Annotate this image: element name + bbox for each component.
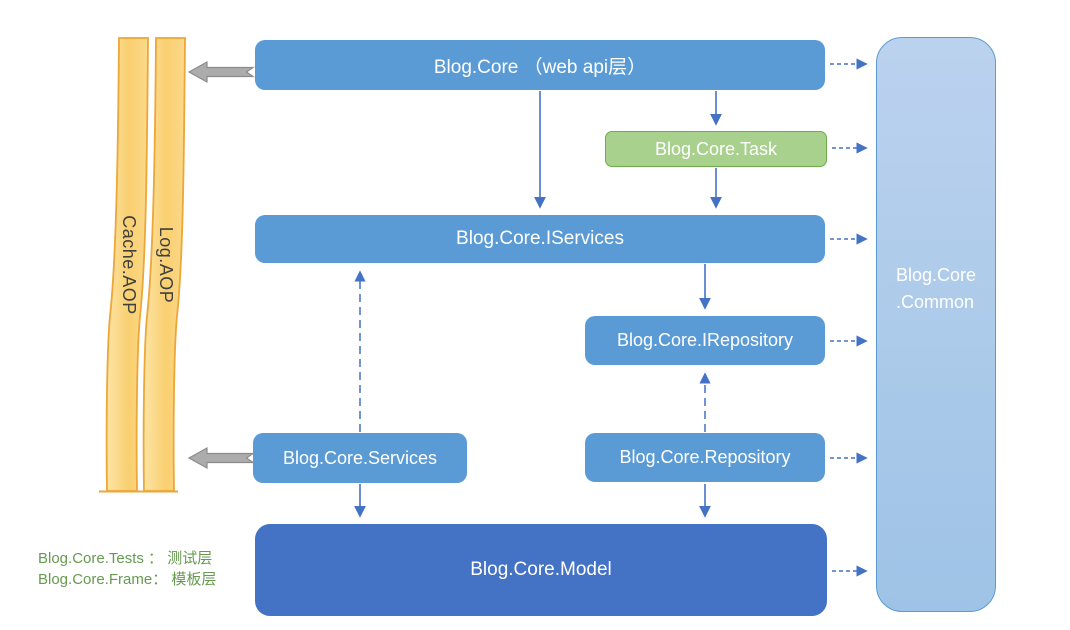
common-label-line2: .Common bbox=[895, 291, 974, 312]
node-blog-core-repository-label: Blog.Core.Repository bbox=[619, 447, 791, 467]
node-blog-core-common: Blog.Core .Common bbox=[876, 37, 996, 612]
log-aop-label: Log.AOP bbox=[156, 226, 177, 304]
node-blog-core-label: Blog.Core （web api层） bbox=[433, 56, 647, 78]
node-blog-core-services-label: Blog.Core.Services bbox=[282, 447, 438, 468]
node-blog-core-services: Blog.Core.Services bbox=[253, 433, 467, 483]
node-blog-core-task-label: Blog.Core.Task bbox=[654, 138, 778, 159]
legend-line-tests: Blog.Core.Tests ： 测试层 bbox=[38, 550, 213, 567]
node-blog-core-model: Blog.Core.Model bbox=[255, 524, 827, 616]
node-blog-core-iservices: Blog.Core.IServices bbox=[255, 215, 825, 263]
node-blog-core-repository: Blog.Core.Repository bbox=[585, 433, 825, 482]
legend: Blog.Core.Tests ： 测试层 Blog.Core.Frame： 模… bbox=[38, 548, 216, 590]
node-blog-core-task: Blog.Core.Task bbox=[605, 131, 827, 167]
node-blog-core: Blog.Core （web api层） bbox=[255, 40, 825, 90]
cache-aop-label: Cache.AOP bbox=[119, 215, 140, 315]
gray-arrow-core-to-aop bbox=[187, 60, 255, 84]
node-blog-core-common-label: Blog.Core .Common bbox=[896, 262, 976, 316]
node-blog-core-model-label: Blog.Core.Model bbox=[470, 559, 612, 580]
node-blog-core-irepository-label: Blog.Core.IRepository bbox=[616, 330, 794, 350]
legend-line-frame: Blog.Core.Frame： 模板层 bbox=[38, 571, 217, 588]
gray-arrow-services-to-aop bbox=[187, 446, 255, 470]
node-blog-core-iservices-label: Blog.Core.IServices bbox=[456, 228, 624, 249]
common-label-line1: Blog.Core bbox=[895, 264, 977, 285]
node-blog-core-irepository: Blog.Core.IRepository bbox=[585, 316, 825, 365]
